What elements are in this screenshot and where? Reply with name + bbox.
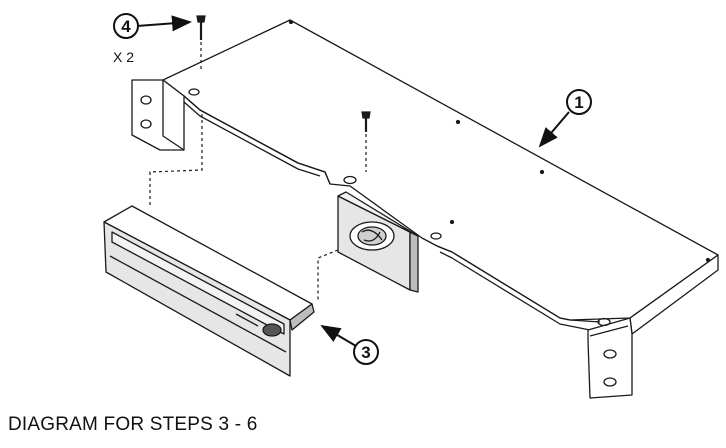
callout-4-number: 4	[121, 17, 131, 36]
right-ear-hole-top	[603, 349, 617, 359]
front-panel-logo	[262, 323, 282, 337]
left-ear-hole-top	[140, 95, 152, 105]
screw-top	[196, 15, 206, 40]
diagram-caption: DIAGRAM FOR STEPS 3 - 6	[8, 414, 258, 435]
callout-3: 3	[320, 324, 379, 365]
alignment-lines	[149, 42, 367, 302]
callout-1-number: 1	[574, 93, 583, 112]
tray-front-edge-left	[183, 95, 331, 185]
tray-front-edge-right	[436, 245, 601, 323]
right-ear-hole-bottom	[603, 377, 617, 387]
rack-chassis-tray	[131, 19, 719, 399]
callout-1: 1	[538, 89, 592, 148]
left-rack-ear	[131, 79, 185, 151]
left-ear-hole-bottom	[140, 119, 152, 129]
quantity-label: X 2	[113, 49, 134, 65]
callout-4: 4 X 2	[113, 13, 192, 65]
screw-middle	[361, 111, 371, 132]
front-panel	[103, 205, 315, 377]
fan-module	[337, 191, 419, 293]
callout-3-number: 3	[361, 343, 370, 362]
